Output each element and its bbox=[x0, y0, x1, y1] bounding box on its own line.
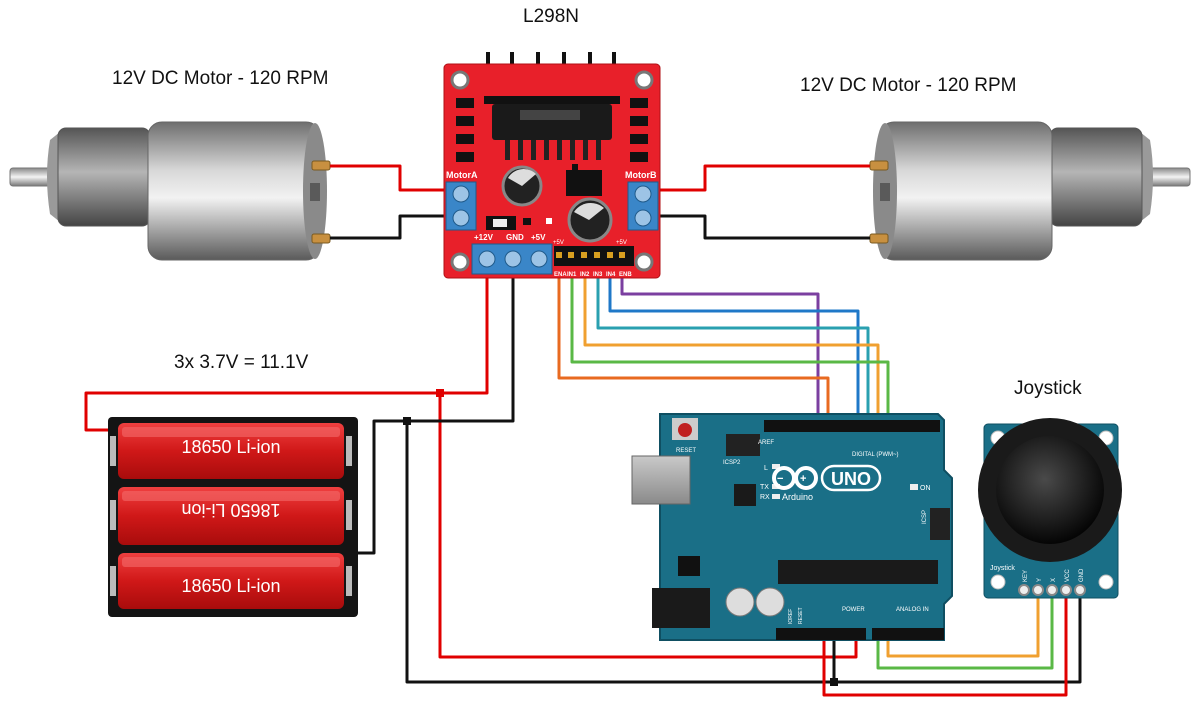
wire-joy-x bbox=[876, 596, 1054, 670]
arduino-model: UNO bbox=[831, 469, 871, 489]
motor-b-label: MotorB bbox=[625, 170, 657, 180]
wire-vin bbox=[438, 393, 858, 659]
power-label: POWER bbox=[842, 607, 865, 613]
joy-pin-y: Y bbox=[1037, 578, 1043, 582]
battery-cell bbox=[118, 487, 344, 545]
wire-motor-right-red bbox=[656, 164, 870, 192]
battery-cell bbox=[118, 423, 344, 479]
icsp-label: ICSP bbox=[922, 510, 928, 524]
joystick-module: Joystick KEY Y X VCC GND bbox=[978, 418, 1122, 599]
pin-in1: IN1 bbox=[567, 272, 577, 278]
screw-terminal-motor-b bbox=[627, 181, 659, 231]
analog-label: ANALOG IN bbox=[896, 607, 929, 613]
power-jack bbox=[652, 588, 710, 628]
wire-in3 bbox=[596, 272, 870, 428]
joy-pin-x: X bbox=[1051, 578, 1057, 582]
reset-label: RESET bbox=[676, 448, 696, 454]
pin-ena: ENA bbox=[554, 272, 567, 278]
motor-a-label: MotorA bbox=[446, 170, 478, 180]
v12-label: +12V bbox=[474, 233, 494, 242]
wire-5v-vcc bbox=[822, 596, 1068, 697]
wire-battery-positive bbox=[84, 272, 489, 432]
svg-text:+: + bbox=[800, 473, 806, 485]
led-on-label: ON bbox=[920, 485, 931, 492]
wire-enb bbox=[620, 272, 820, 428]
led-l-label: L bbox=[764, 465, 768, 472]
junction-dot bbox=[403, 417, 411, 425]
pin-in2: IN2 bbox=[580, 272, 590, 278]
wire-in2 bbox=[583, 272, 880, 428]
wire-gnd-common bbox=[405, 421, 1082, 684]
arduino-logo bbox=[772, 466, 818, 490]
joystick-title: Joystick bbox=[1014, 378, 1082, 399]
joystick-knob bbox=[996, 436, 1104, 544]
pin-enb: ENB bbox=[619, 272, 632, 278]
icsp2-label: ICSP2 bbox=[723, 460, 741, 466]
battery-cell bbox=[118, 553, 344, 609]
battery-caption: 3x 3.7V = 11.1V bbox=[174, 352, 309, 373]
battery-cell-label: 18650 Li-ion bbox=[181, 437, 280, 457]
motor-right-caption: 12V DC Motor - 120 RPM bbox=[800, 75, 1017, 96]
motor-right bbox=[869, 121, 1191, 261]
ioref-label: IOREF bbox=[788, 609, 794, 624]
l298n-title: L298N bbox=[523, 6, 579, 27]
battery-pack: 18650 Li-ion 18650 Li-ion 18650 Li-ion bbox=[108, 417, 358, 617]
wire-in1 bbox=[570, 272, 890, 428]
wire-ena bbox=[557, 272, 830, 428]
arduino-brand: Arduino bbox=[782, 492, 813, 502]
wire-battery-negative bbox=[352, 272, 515, 555]
wire-motor-left-red bbox=[330, 164, 446, 192]
led-rx-label: RX bbox=[760, 494, 770, 501]
wire-motor-left-black bbox=[330, 214, 446, 240]
motor-left-caption: 12V DC Motor - 120 RPM bbox=[112, 68, 329, 89]
svg-text:−: − bbox=[777, 473, 783, 485]
usb-port bbox=[631, 455, 691, 505]
joystick-board-label: Joystick bbox=[990, 565, 1015, 572]
battery-cell-label: 18650 Li-ion bbox=[181, 576, 280, 596]
led-tx-label: TX bbox=[760, 484, 769, 491]
joy-pin-key: KEY bbox=[1023, 570, 1029, 582]
joy-pin-vcc: VCC bbox=[1065, 569, 1071, 582]
screw-terminal-motor-a bbox=[445, 181, 477, 231]
joy-pin-gnd: GND bbox=[1079, 568, 1085, 582]
wire-motor-right-black bbox=[656, 214, 870, 240]
wire-joy-y bbox=[886, 596, 1040, 658]
reset-pin-label: RESET bbox=[798, 607, 804, 624]
battery-cell-label: 18650 Li-ion bbox=[181, 500, 280, 520]
junction-dot bbox=[436, 389, 444, 397]
aref-label: AREF bbox=[758, 440, 774, 446]
arduino-uno: RESET ICSP2 AREF DIGITAL (PWM~) L TX RX … bbox=[631, 413, 953, 641]
screw-terminal-power bbox=[471, 243, 553, 275]
junction-dot bbox=[830, 678, 838, 686]
motor-left bbox=[9, 121, 331, 261]
gnd-label: GND bbox=[506, 233, 524, 242]
wire-in4 bbox=[608, 272, 860, 428]
v5-label: +5V bbox=[531, 233, 546, 242]
l298n-board: MotorA MotorB +12V GND +5V +5V +5V ENA I… bbox=[443, 52, 661, 279]
pin-in3: IN3 bbox=[593, 272, 603, 278]
atmega-chip bbox=[778, 560, 938, 584]
pin-in4: IN4 bbox=[606, 272, 616, 278]
wires bbox=[84, 164, 1082, 697]
v5-right-label: +5V bbox=[616, 240, 627, 246]
reset-button bbox=[678, 423, 692, 437]
digital-label: DIGITAL (PWM~) bbox=[852, 452, 899, 458]
v5-left-label: +5V bbox=[553, 240, 564, 246]
